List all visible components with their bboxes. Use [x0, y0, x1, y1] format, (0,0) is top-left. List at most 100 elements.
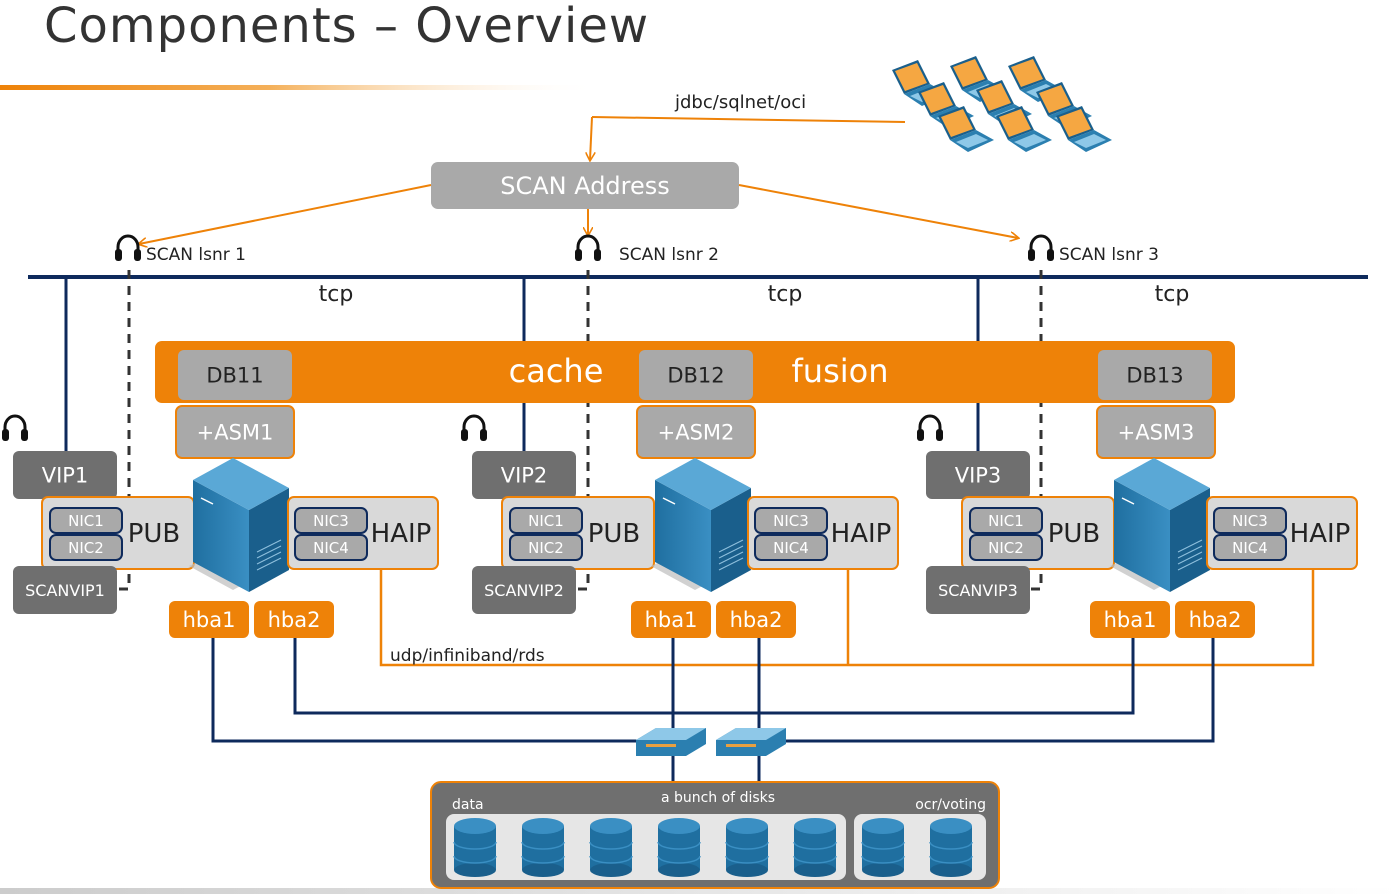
- nic2-label: NIC2: [988, 539, 1024, 557]
- scanvip-1-label: SCANVIP1: [25, 581, 105, 600]
- cache-label: cache: [509, 352, 604, 390]
- nic4: NIC4: [754, 534, 828, 561]
- nic1: NIC1: [509, 507, 583, 534]
- server-icon: [189, 458, 293, 592]
- hba1-1: hba1: [169, 601, 249, 638]
- disk-icon: [793, 818, 837, 877]
- nic2-label: NIC2: [68, 539, 104, 557]
- scan-address-label: SCAN Address: [500, 172, 670, 200]
- scanvip-3: SCANVIP3: [926, 566, 1030, 614]
- nic3-label: NIC3: [313, 512, 349, 530]
- haip-label: HAIP: [371, 519, 432, 549]
- disk-icon: [929, 818, 973, 877]
- scan-listener-1: SCAN lsnr 1: [146, 245, 246, 265]
- data-disk-group: [446, 814, 846, 880]
- db-instance-3-label: DB13: [1126, 364, 1183, 388]
- client-line: [591, 116, 906, 123]
- hba1-2-label: hba1: [645, 608, 698, 632]
- nic2-label: NIC2: [528, 539, 564, 557]
- headset-icon: [917, 414, 943, 441]
- hba2-2: hba2: [716, 601, 796, 638]
- vip-2-label: VIP2: [501, 464, 548, 488]
- disk-icon: [657, 818, 701, 877]
- pub-label: PUB: [588, 519, 641, 549]
- nic4-label: NIC4: [313, 539, 349, 557]
- nic4-label: NIC4: [1232, 539, 1268, 557]
- nic3-label: NIC3: [1232, 512, 1268, 530]
- scan-listener-label: SCAN lsnr 3: [1059, 245, 1159, 265]
- asm-instance-2-label: +ASM2: [658, 421, 735, 445]
- bottom-rule: [0, 888, 1399, 894]
- nic3: NIC3: [294, 507, 368, 534]
- vip-1-label: VIP1: [42, 464, 89, 488]
- san-wires: [211, 638, 1215, 783]
- san-switch-2: [716, 728, 786, 756]
- nic1: NIC1: [969, 507, 1043, 534]
- client-arrow: [590, 116, 592, 160]
- laptop-icon: [1056, 106, 1112, 152]
- disks-group: [453, 818, 973, 877]
- asm-instance-1: +ASM1: [175, 405, 295, 459]
- vip-2: VIP2: [472, 451, 576, 499]
- interconnect-label: udp/infiniband/rds: [390, 646, 545, 666]
- scanvip-2: SCANVIP2: [472, 566, 576, 614]
- scan-listener-3: SCAN lsnr 3: [1059, 245, 1159, 265]
- scanvip-1: SCANVIP1: [13, 566, 117, 614]
- tcp-label-1: tcp: [319, 282, 354, 307]
- disk-icon: [589, 818, 633, 877]
- laptop-icon: [892, 60, 948, 106]
- haip-label: HAIP: [831, 519, 892, 549]
- hba2-3-label: hba2: [1189, 608, 1242, 632]
- asm-instance-1-label: +ASM1: [197, 421, 274, 445]
- headset-icon: [115, 234, 141, 261]
- nic4-label: NIC4: [773, 539, 809, 557]
- hba2-1: hba2: [254, 601, 334, 638]
- scan-listener-2: SCAN lsnr 2: [619, 245, 719, 265]
- scan-address-box: [431, 162, 739, 209]
- storage-title: a bunch of disks: [661, 790, 775, 806]
- asm-instance-3-label: +ASM3: [1118, 421, 1195, 445]
- nic4: NIC4: [1213, 534, 1287, 561]
- page-title: Components – Overview: [44, 0, 650, 54]
- vip-3-label: VIP3: [955, 464, 1002, 488]
- server-icon: [651, 458, 755, 592]
- laptop-icon: [996, 106, 1052, 152]
- nic3-label: NIC3: [773, 512, 809, 530]
- hba2-3: hba2: [1175, 601, 1255, 638]
- scan-listener-label: SCAN lsnr 1: [146, 245, 246, 265]
- headset-icon: [1028, 234, 1054, 261]
- scanvip-3-label: SCANVIP3: [938, 581, 1018, 600]
- nic2: NIC2: [509, 534, 583, 561]
- nic2: NIC2: [969, 534, 1043, 561]
- asm-instance-3: +ASM3: [1096, 405, 1216, 459]
- disk-icon: [861, 818, 905, 877]
- nic4: NIC4: [294, 534, 368, 561]
- headset-icon: [575, 234, 601, 261]
- nic3: NIC3: [754, 507, 828, 534]
- nic3: NIC3: [1213, 507, 1287, 534]
- server-icon: [1110, 458, 1214, 592]
- vip-3: VIP3: [926, 451, 1030, 499]
- storage-ocr-label: ocr/voting: [915, 797, 986, 813]
- hba1-3: hba1: [1090, 601, 1170, 638]
- arrow-lsnr-3: [738, 184, 1018, 238]
- tcp-label-3: tcp: [1155, 282, 1190, 307]
- db-instance-2-label: DB12: [667, 364, 724, 388]
- storage-data-label: data: [452, 797, 484, 813]
- db-instance-2: DB12: [639, 350, 753, 400]
- hba2-1-label: hba2: [268, 608, 321, 632]
- laptop-icon: [938, 106, 994, 152]
- db-instance-1: DB11: [178, 350, 292, 400]
- headset-icon: [2, 414, 28, 441]
